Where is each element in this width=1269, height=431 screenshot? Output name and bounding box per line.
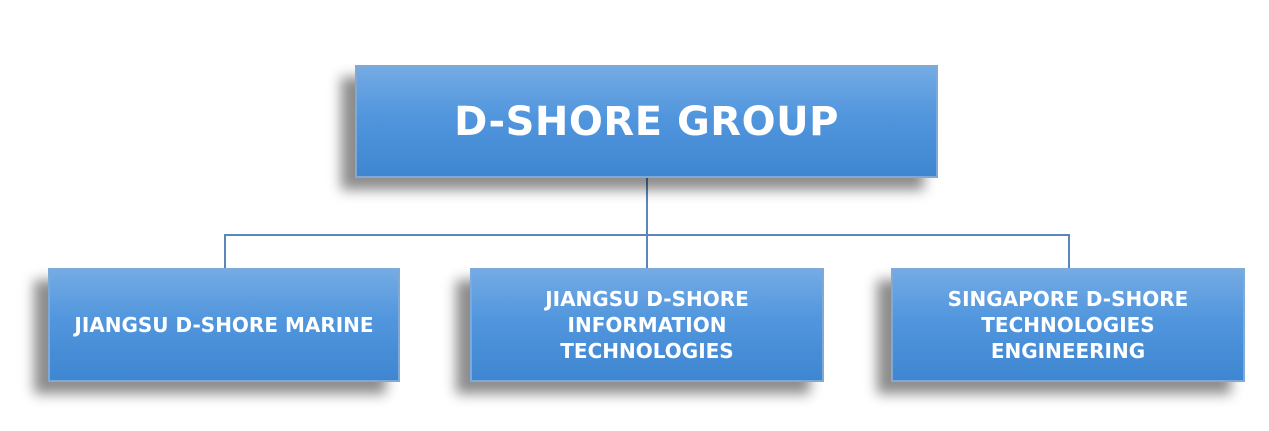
- connector-root-down: [646, 178, 648, 234]
- child-node-box-1: JIANGSU D-SHORE MARINE: [48, 268, 400, 382]
- connector-child-1: [224, 234, 226, 268]
- root-node-label: D-SHORE GROUP: [454, 98, 839, 145]
- connector-child-2: [646, 234, 648, 268]
- child-node-label-2: JIANGSU D-SHORE INFORMATION TECHNOLOGIES: [545, 287, 749, 363]
- connector-child-3: [1068, 234, 1070, 268]
- child-node-box-3: SINGAPORE D-SHORE TECHNOLOGIES ENGINEERI…: [891, 268, 1245, 382]
- child-node-label-1: JIANGSU D-SHORE MARINE: [74, 313, 374, 337]
- child-node-box-2: JIANGSU D-SHORE INFORMATION TECHNOLOGIES: [470, 268, 824, 382]
- child-node-label-3: SINGAPORE D-SHORE TECHNOLOGIES ENGINEERI…: [947, 287, 1189, 363]
- root-node-box: D-SHORE GROUP: [355, 65, 938, 178]
